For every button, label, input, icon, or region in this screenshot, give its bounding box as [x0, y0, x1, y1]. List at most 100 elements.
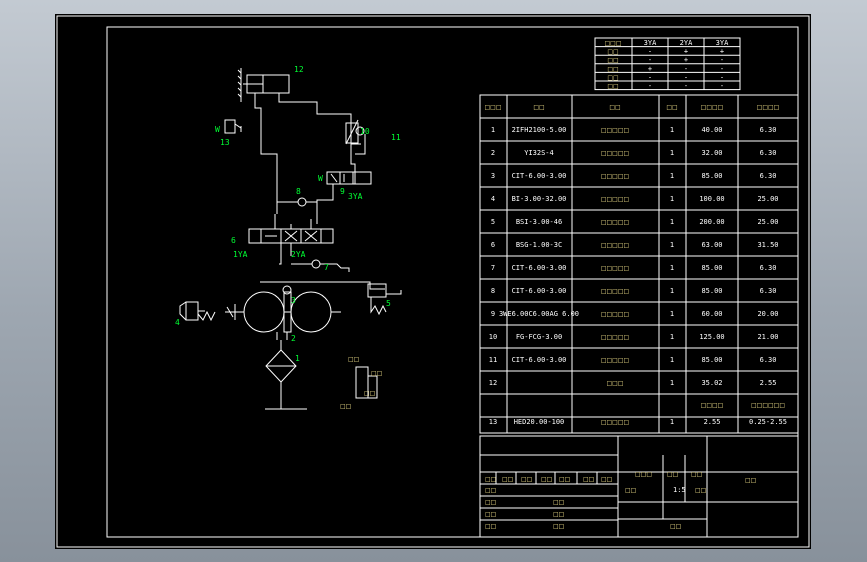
parts-cell-model: 3WE6.00C6.00AG 6.00 — [499, 310, 579, 318]
svg-text:□□: □□ — [625, 487, 636, 494]
parts-cell-no: 4 — [491, 195, 495, 203]
svg-text:□□: □□ — [601, 476, 612, 483]
label-6: 6 — [231, 236, 236, 245]
parts-cell-a: 85.00 — [701, 172, 722, 180]
svg-text:□□: □□ — [745, 477, 756, 484]
parts-header: □□ — [533, 104, 544, 111]
valve-4 — [185, 301, 199, 321]
parts-cell-b: 6.30 — [760, 287, 777, 295]
parts-cell-no: 8 — [491, 287, 495, 295]
check-8 — [297, 197, 307, 207]
sol-cell: - — [684, 82, 688, 90]
parts-cell-model: CIT-6.00-3.00 — [512, 356, 567, 364]
switch-13 — [224, 119, 236, 134]
parts-cell-a: 85.00 — [701, 356, 722, 364]
solenoid-2ya — [320, 228, 334, 244]
parts-cell-qty: 1 — [670, 310, 674, 318]
svg-text:□□: □□ — [348, 356, 359, 363]
parts-summary: □□□□□□ — [751, 402, 785, 409]
parts-cell-a: 32.00 — [701, 149, 722, 157]
parts-cell-name: □□□□□ — [601, 419, 629, 426]
sol-cell: + — [720, 48, 724, 56]
sol-row-label: □□ — [607, 49, 618, 56]
tank-symbol — [355, 366, 378, 399]
parts-cell-model: CIT-6.00-3.00 — [512, 264, 567, 272]
sol-cell: - — [720, 73, 724, 81]
parts-cell-a: 100.00 — [699, 195, 724, 203]
parts-cell-a: 63.00 — [701, 241, 722, 249]
sol-cell: - — [720, 65, 724, 73]
parts-cell-no: 9 — [491, 310, 495, 318]
sol-row-label: □□ — [607, 83, 618, 90]
svg-text:□□: □□ — [583, 476, 594, 483]
label-w2: W — [318, 174, 323, 183]
svg-text:□□: □□ — [371, 370, 382, 377]
parts-cell-no: 7 — [491, 264, 495, 272]
svg-text:□□□: □□□ — [635, 471, 652, 478]
svg-text:□□: □□ — [485, 523, 496, 530]
throttle-10 — [345, 122, 359, 144]
sol-cell: - — [648, 82, 652, 90]
parts-cell-b: 6.30 — [760, 149, 777, 157]
label-5: 5 — [386, 299, 391, 308]
label-8: 8 — [296, 187, 301, 196]
solenoid-1ya — [248, 228, 262, 244]
parts-cell-b: 21.00 — [757, 333, 778, 341]
svg-text:□□: □□ — [502, 476, 513, 483]
svg-text:□□: □□ — [364, 390, 375, 397]
parts-cell-a: 60.00 — [701, 310, 722, 318]
gauge-3 — [282, 285, 292, 295]
parts-cell-b: 6.30 — [760, 126, 777, 134]
label-3: 3 — [291, 296, 296, 305]
svg-text:□□: □□ — [485, 487, 496, 494]
parts-cell-name: □□□ — [606, 380, 623, 387]
parts-cell-b: 6.30 — [760, 356, 777, 364]
sol-head: 3YA — [716, 39, 729, 47]
parts-cell-model: CIT-6.00-3.00 — [512, 287, 567, 295]
parts-cell-a: 200.00 — [699, 218, 724, 226]
svg-text:□□: □□ — [541, 476, 552, 483]
sol-cell: - — [720, 82, 724, 90]
svg-text:□□: □□ — [691, 471, 702, 478]
label-7: 7 — [324, 263, 329, 272]
svg-text:□□: □□ — [559, 476, 570, 483]
scale-value: 1:5 — [673, 486, 686, 494]
parts-cell-no: 5 — [491, 218, 495, 226]
parts-cell-qty: 1 — [670, 333, 674, 341]
parts-header: □□ — [666, 104, 677, 111]
parts-cell-model: BSG-1.00-3C — [516, 241, 562, 249]
svg-text:□□: □□ — [667, 471, 678, 478]
sol-row-label: □□ — [607, 57, 618, 64]
parts-cell-name: □□□□□ — [601, 150, 629, 157]
sol-cell: + — [684, 56, 688, 64]
parts-cell-model: HED20.00-100 — [514, 418, 565, 426]
sol-cell: - — [720, 56, 724, 64]
svg-text:□□: □□ — [553, 499, 564, 506]
sol-head-corner: □□□ — [604, 40, 621, 47]
sol-cell: - — [684, 65, 688, 73]
parts-header: □□□ — [484, 104, 501, 111]
parts-cell-name: □□□□□ — [601, 357, 629, 364]
parts-cell-name: □□□□□ — [601, 265, 629, 272]
parts-cell-model: CIT-6.00-3.00 — [512, 172, 567, 180]
label-3ya: 3YA — [348, 192, 363, 201]
parts-cell-no: 1 — [491, 126, 495, 134]
label-2: 2 — [291, 334, 296, 343]
hydraulic-schematic: □□ □□ □□ □□ — [179, 68, 402, 410]
parts-cell-model: FG-FCG-3.00 — [516, 333, 562, 341]
sol-head: 3YA — [644, 39, 657, 47]
parts-cell-b: 25.00 — [757, 195, 778, 203]
svg-text:□□: □□ — [485, 499, 496, 506]
pump-right — [290, 291, 332, 333]
parts-cell-qty: 1 — [670, 379, 674, 387]
parts-cell-qty: 1 — [670, 418, 674, 426]
parts-cell-model: 2IFH2100-5.00 — [512, 126, 567, 134]
label-w1: W — [215, 125, 220, 134]
parts-cell-qty: 1 — [670, 172, 674, 180]
parts-header: □□ — [609, 104, 620, 111]
parts-cell-a: 35.02 — [701, 379, 722, 387]
parts-cell-name: □□□□□ — [601, 334, 629, 341]
